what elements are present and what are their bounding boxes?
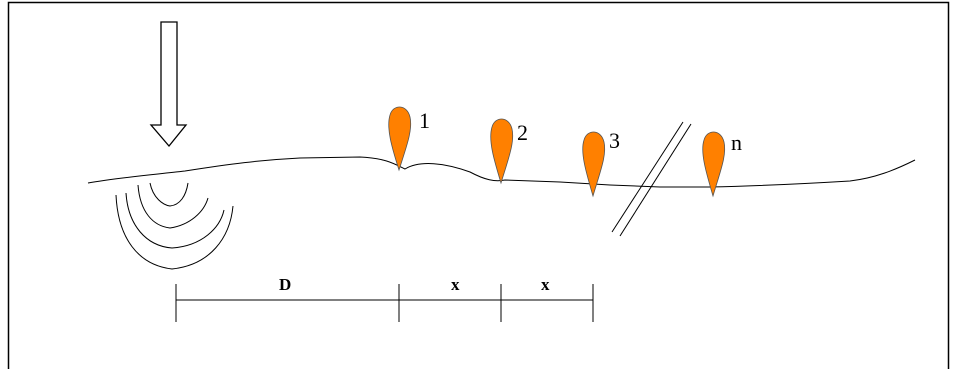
interval-label-2: x <box>541 275 550 294</box>
wavefront-arc-4 <box>115 194 234 270</box>
spacing-dimension <box>175 284 594 322</box>
interval-label-1: x <box>451 275 460 294</box>
geophone-label-1: 1 <box>419 108 430 133</box>
ground-surface-line <box>87 156 916 188</box>
geophone-icon <box>702 131 726 198</box>
offset-label: D <box>279 275 291 294</box>
geophone-group: 1 2 3 n <box>388 106 742 198</box>
wavefront-arc-2 <box>137 184 209 229</box>
geophone-icon <box>388 106 412 172</box>
geophone-label-2: 2 <box>517 120 528 145</box>
break-mark-icon <box>611 121 692 237</box>
wavefront-arc-1 <box>149 182 189 207</box>
geophone-label-3: 3 <box>609 128 620 153</box>
geophone-icon <box>490 118 514 185</box>
wavefront-arcs <box>115 182 234 270</box>
geophone-icon <box>582 131 606 198</box>
wavefront-arc-3 <box>125 192 225 249</box>
diagram-frame <box>7 1 950 369</box>
geophone-label-n: n <box>731 130 742 155</box>
source-arrow-icon <box>149 21 188 148</box>
